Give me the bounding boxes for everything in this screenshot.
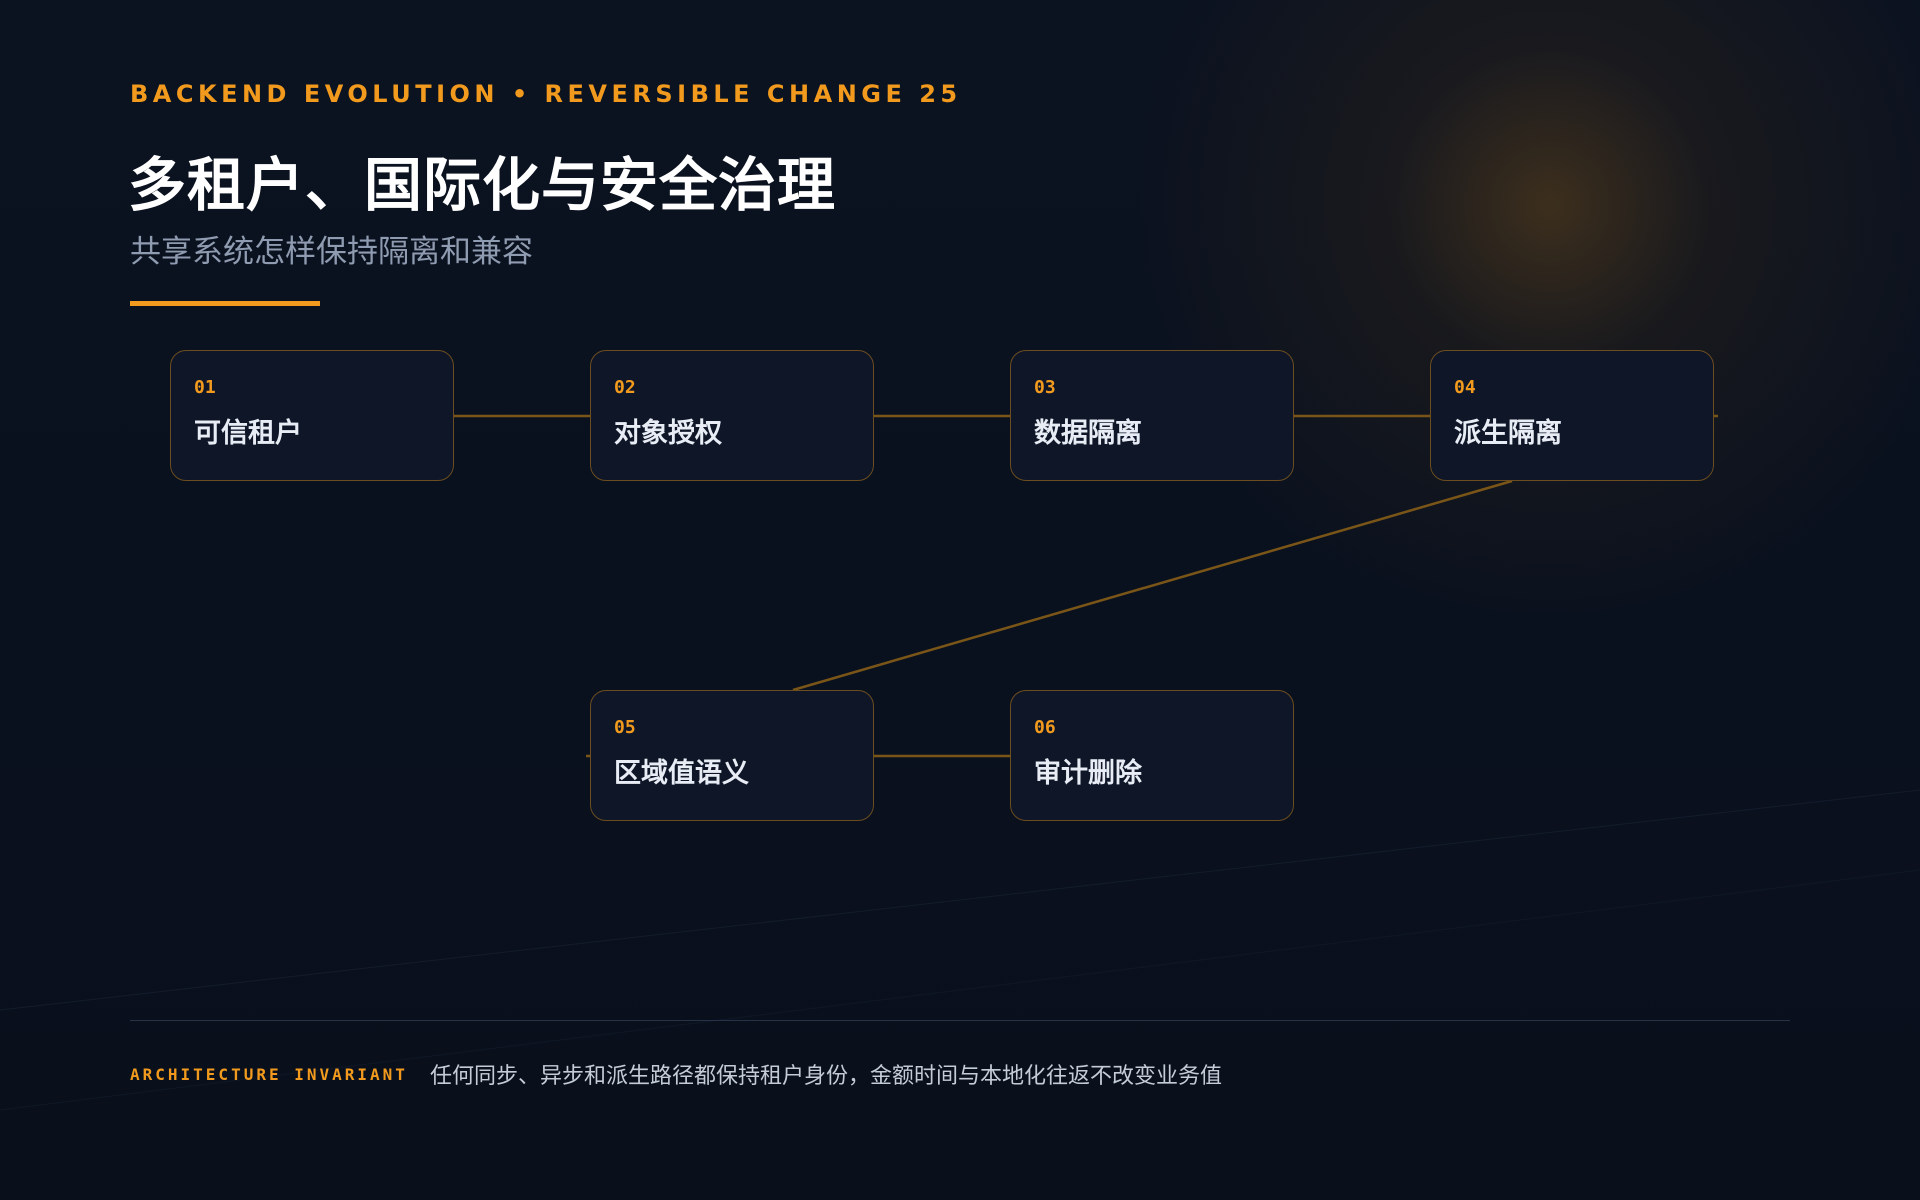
page-title: 多租户、国际化与安全治理 bbox=[128, 151, 837, 219]
flow-step-04: 04 派生隔离 bbox=[1430, 350, 1714, 481]
step-label: 派生隔离 bbox=[1454, 418, 1562, 449]
step-label: 对象授权 bbox=[614, 418, 722, 449]
step-number: 02 bbox=[614, 377, 636, 398]
flow-step-02: 02 对象授权 bbox=[590, 350, 874, 481]
step-label: 数据隔离 bbox=[1034, 418, 1142, 449]
step-label: 审计删除 bbox=[1034, 758, 1142, 789]
footer-invariant-text: 任何同步、异步和派生路径都保持租户身份，金额时间与本地化往返不改变业务值 bbox=[430, 1064, 1223, 1089]
flow-step-03: 03 数据隔离 bbox=[1010, 350, 1294, 481]
flow-step-06: 06 审计删除 bbox=[1010, 690, 1294, 821]
step-label: 可信租户 bbox=[194, 418, 302, 449]
flow-step-01: 01 可信租户 bbox=[170, 350, 454, 481]
footer-tag: ARCHITECTURE INVARIANT bbox=[130, 1065, 408, 1084]
connector-04-05 bbox=[792, 479, 1513, 692]
page-subtitle: 共享系统怎样保持隔离和兼容 bbox=[130, 234, 533, 270]
eyebrow-label: BACKEND EVOLUTION • REVERSIBLE CHANGE 25 bbox=[130, 80, 962, 108]
footer-divider bbox=[130, 1020, 1790, 1021]
step-number: 05 bbox=[614, 717, 636, 738]
step-number: 04 bbox=[1454, 377, 1476, 398]
title-accent-bar bbox=[130, 301, 320, 306]
step-number: 03 bbox=[1034, 377, 1056, 398]
step-label: 区域值语义 bbox=[614, 758, 749, 789]
step-number: 06 bbox=[1034, 717, 1056, 738]
flow-step-05: 05 区域值语义 bbox=[590, 690, 874, 821]
step-number: 01 bbox=[194, 377, 216, 398]
